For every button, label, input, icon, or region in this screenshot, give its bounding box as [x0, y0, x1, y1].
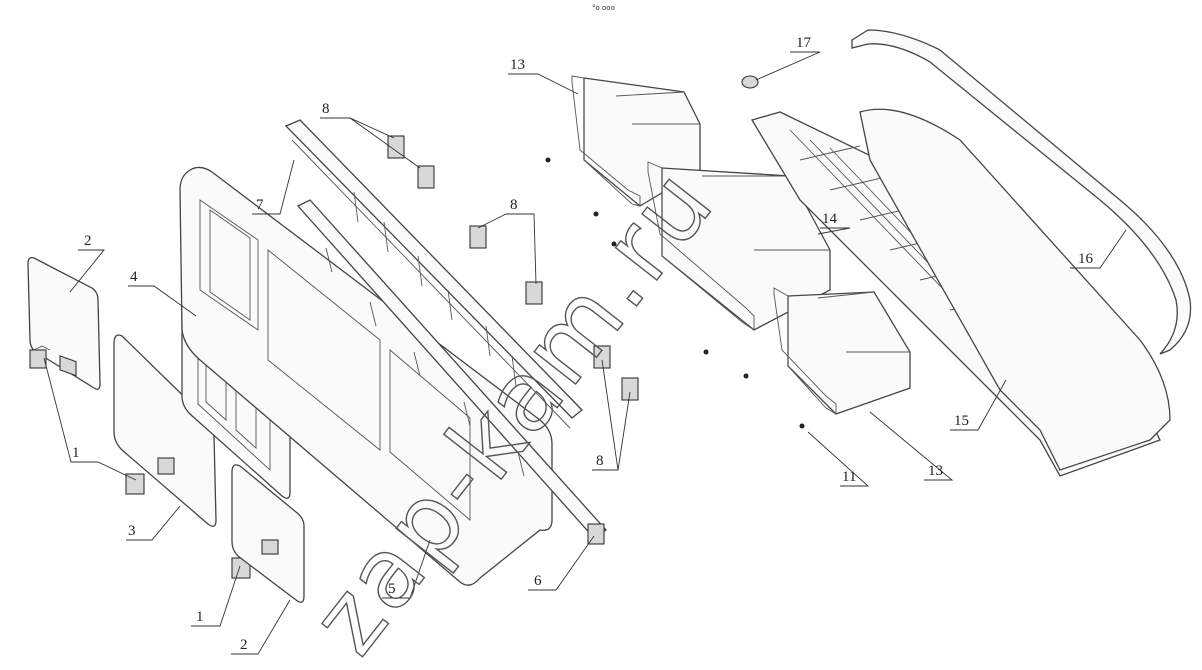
callout-8-bottom: 8: [596, 453, 604, 469]
part-bracket-8-f: [621, 377, 639, 401]
callout-13-lower: 13: [928, 463, 943, 479]
callout-2-lower: 2: [240, 637, 248, 653]
callout-2-upper: 2: [84, 233, 92, 249]
callout-3: 3: [128, 523, 136, 539]
callout-11: 11: [842, 469, 856, 485]
part-frame-5: [179, 166, 553, 586]
callout-8-top: 8: [322, 101, 330, 117]
callout-8-middle: 8: [510, 197, 518, 213]
callout-7: 7: [256, 197, 264, 213]
part-bracket-8-a: [387, 135, 405, 159]
callout-14: 14: [822, 211, 838, 227]
callout-5: 5: [388, 581, 396, 597]
part-clip-1-upper: [29, 345, 51, 369]
leader-lines: [43, 51, 1127, 655]
callout-1-lower: 1: [196, 609, 204, 625]
header-text: °o ooo: [592, 4, 615, 12]
part-bracket-8-c: [469, 225, 487, 249]
part-fasteners-11: [545, 157, 805, 429]
part-bracket-8-d: [525, 281, 543, 305]
part-bracket-8-e: [593, 345, 611, 369]
part-panel-2-lower: [231, 464, 305, 603]
callout-16: 16: [1078, 251, 1094, 267]
part-panel-3: [113, 334, 217, 527]
callout-1-upper: 1: [72, 445, 80, 461]
part-box-13-lower: [773, 287, 911, 415]
part-nut-17: [741, 75, 759, 89]
callout-4: 4: [130, 269, 138, 285]
part-bracket-8-b: [417, 165, 435, 189]
part-bumper-16: [851, 29, 1192, 471]
part-clip-1-middle: [125, 473, 145, 495]
callout-6: 6: [534, 573, 542, 589]
callout-17: 17: [796, 35, 812, 51]
callout-15: 15: [954, 413, 969, 429]
part-panel-2-upper: [27, 256, 101, 390]
part-rail-7: [284, 119, 583, 429]
callout-13-upper: 13: [510, 57, 525, 73]
